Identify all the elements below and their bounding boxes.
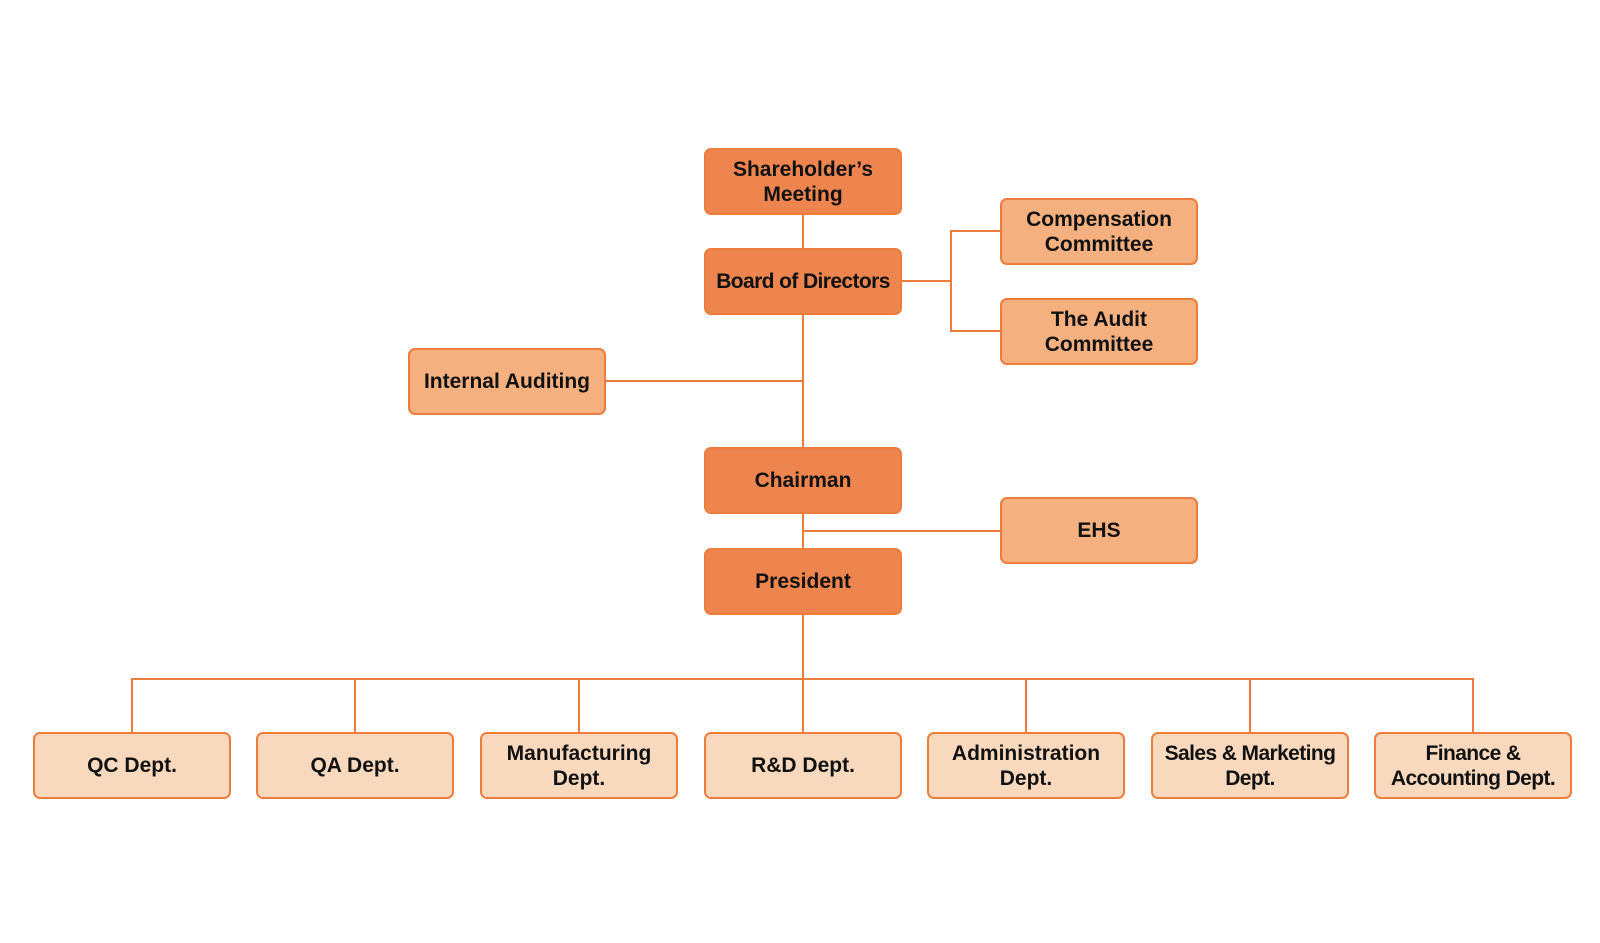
board-of-directors-box: Board of Directors	[704, 248, 902, 315]
connector-shareholders-board	[802, 214, 804, 248]
connector-ehs	[802, 530, 1000, 532]
compensation-committee-box: Compensation Committee	[1000, 198, 1198, 265]
president-box: President	[704, 548, 902, 615]
audit-committee-box: The Audit Committee	[1000, 298, 1198, 365]
connector-committees-spine	[950, 230, 952, 332]
chairman-box: Chairman	[704, 447, 902, 514]
connector-dept-qc	[131, 678, 133, 732]
administration-dept-box: Administration Dept.	[927, 732, 1125, 799]
connector-dept-sales-marketing	[1249, 678, 1251, 732]
sales-marketing-dept-box: Sales & Marketing Dept.	[1151, 732, 1349, 799]
rd-dept-box: R&D Dept.	[704, 732, 902, 799]
connector-dept-finance	[1472, 678, 1474, 732]
qa-dept-box: QA Dept.	[256, 732, 454, 799]
connector-internal-auditing	[606, 380, 804, 382]
manufacturing-dept-box: Manufacturing Dept.	[480, 732, 678, 799]
connector-dept-manufacturing	[578, 678, 580, 732]
connector-compensation	[950, 230, 1000, 232]
connector-board-committees	[902, 280, 952, 282]
connector-president-departments	[802, 614, 804, 680]
connector-dept-rd	[802, 678, 804, 732]
ehs-box: EHS	[1000, 497, 1198, 564]
shareholders-meeting-box: Shareholder’s Meeting	[704, 148, 902, 215]
connector-audit	[950, 330, 1000, 332]
qc-dept-box: QC Dept.	[33, 732, 231, 799]
internal-auditing-box: Internal Auditing	[408, 348, 606, 415]
connector-dept-administration	[1025, 678, 1027, 732]
finance-accounting-dept-box: Finance & Accounting Dept.	[1374, 732, 1572, 799]
connector-dept-qa	[354, 678, 356, 732]
